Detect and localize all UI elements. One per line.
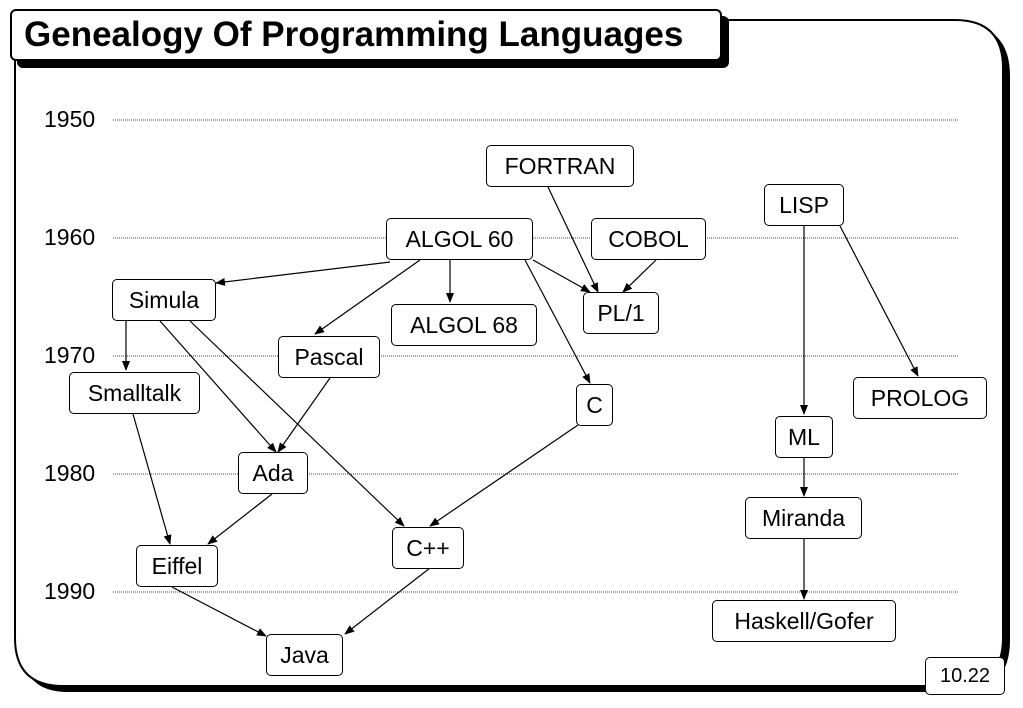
node-algol60: ALGOL 60 [386, 218, 533, 260]
edge-cpp-to-java [344, 567, 431, 635]
edge-c-to-cpp [429, 424, 579, 527]
edge-cobol-to-pl1 [622, 259, 657, 293]
page-number-box: 10.22 [925, 657, 1005, 695]
page-number: 10.22 [939, 664, 991, 687]
node-cobol: COBOL [591, 218, 706, 260]
node-simula: Simula [112, 279, 216, 321]
node-java: Java [266, 634, 343, 676]
node-lisp: LISP [764, 184, 844, 226]
edge-eiffel-to-java [171, 586, 267, 637]
node-ml: ML [775, 416, 833, 458]
node-fortran: FORTRAN [486, 145, 634, 187]
edge-simula-to-cpp [189, 320, 405, 527]
edge-algol60-to-pl1 [532, 259, 591, 293]
title-box: Genealogy Of Programming Languages [10, 9, 722, 61]
node-haskell: Haskell/Gofer [712, 600, 896, 642]
year-label-1970: 1970 [44, 342, 96, 368]
node-prolog: PROLOG [853, 377, 987, 419]
edge-lisp-to-prolog [839, 225, 919, 377]
node-eiffel: Eiffel [136, 545, 218, 587]
node-smalltalk: Smalltalk [69, 372, 200, 414]
node-cpp: C++ [392, 527, 464, 569]
node-c: C [576, 384, 613, 426]
edge-layer [122, 186, 919, 637]
edge-smalltalk-to-eiffel [132, 413, 172, 545]
edge-algol60-to-pascal [314, 259, 421, 335]
node-ada: Ada [238, 452, 308, 494]
edge-simula-to-ada [159, 320, 277, 453]
node-pascal: Pascal [278, 336, 380, 378]
year-label-1950: 1950 [44, 106, 96, 132]
node-miranda: Miranda [745, 497, 862, 539]
page-title: Genealogy Of Programming Languages [24, 15, 684, 54]
edge-algol60-to-c [524, 259, 591, 384]
edge-fortran-to-pl1 [547, 186, 599, 293]
edge-pascal-to-ada [277, 377, 331, 453]
year-label-1980: 1980 [44, 460, 96, 486]
year-label-1960: 1960 [44, 224, 96, 250]
node-pl1: PL/1 [583, 292, 659, 334]
node-algol68: ALGOL 68 [391, 304, 537, 346]
year-label-1990: 1990 [44, 578, 96, 604]
year-gridlines [113, 119, 958, 593]
edge-ada-to-eiffel [207, 493, 273, 545]
edge-algol60-to-simula [215, 261, 391, 286]
